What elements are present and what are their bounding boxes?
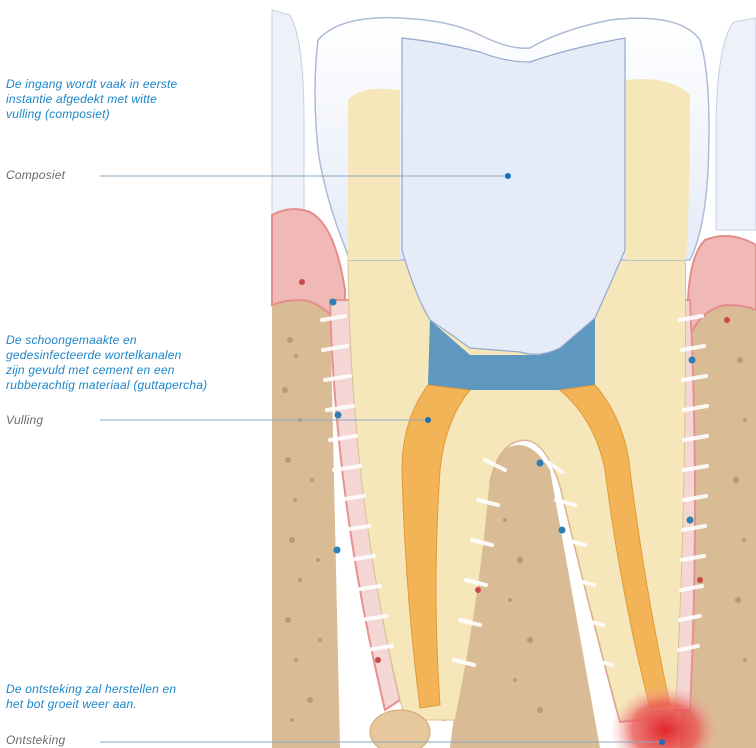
label-vulling: Vulling <box>6 413 44 427</box>
tooth-dentin <box>348 88 400 260</box>
leader-dot-ontsteking <box>659 739 665 745</box>
composite-filling <box>401 37 626 355</box>
note-ontsteking: De ontsteking zal herstellen en het bot … <box>6 682 177 711</box>
leader-lines <box>100 175 662 743</box>
tooth-dentin-right <box>625 79 690 260</box>
ligament-fibres <box>320 314 709 667</box>
label-composiet: Composiet <box>6 168 66 182</box>
bone <box>272 286 340 748</box>
gum-left <box>271 208 346 333</box>
inflammation <box>610 685 720 748</box>
leader-dot-composiet <box>505 173 511 179</box>
leader-dot-vulling <box>425 417 431 423</box>
bone-texture <box>282 337 747 722</box>
bone-between-roots <box>450 445 600 748</box>
neighbor-tooth-left <box>271 9 305 216</box>
ligament-cells <box>299 279 730 663</box>
label-ontsteking: Ontsteking <box>6 733 66 747</box>
note-vulling: De schoongemaakte en gedesinfecteerde wo… <box>6 333 208 392</box>
bone-right <box>680 286 756 748</box>
cement-layer <box>428 318 595 390</box>
leader-dots <box>425 173 665 745</box>
neighbor-tooth-right <box>715 17 756 231</box>
gutta-percha <box>401 384 471 709</box>
inflammation-left <box>369 709 431 748</box>
note-composiet: De ingang wordt vaak in eerste instantie… <box>6 77 178 121</box>
